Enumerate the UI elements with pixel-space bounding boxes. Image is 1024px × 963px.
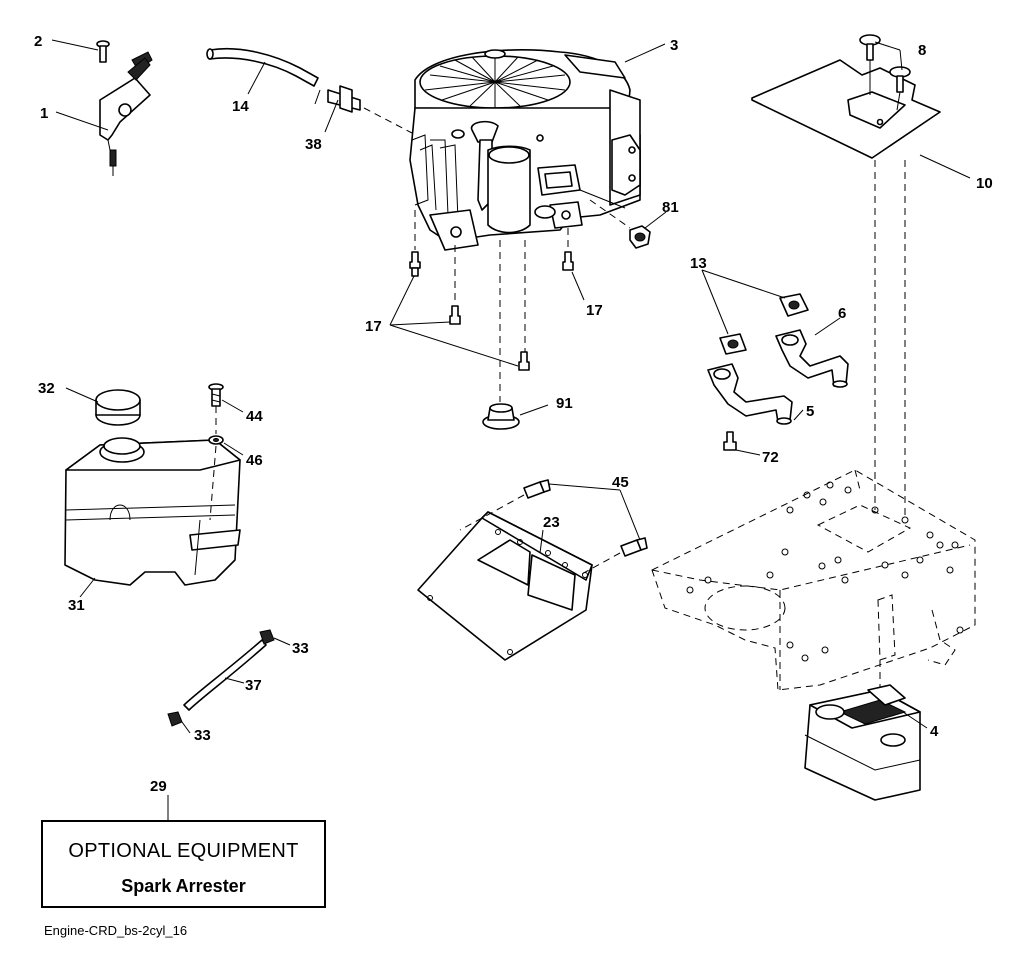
callout-13: 13 (690, 255, 707, 272)
exhaust-pipe-left (707, 363, 793, 425)
callout-2: 2 (34, 33, 42, 50)
callout-8: 8 (918, 42, 926, 59)
callout-17-left: 17 (365, 318, 382, 335)
callout-labels: 2 1 14 38 3 8 10 81 17 17 13 6 32 44 46 … (34, 33, 993, 795)
callout-44: 44 (246, 408, 263, 425)
callout-33-top: 33 (292, 640, 309, 657)
callout-33-bottom: 33 (194, 727, 211, 744)
exhaust-gaskets (719, 293, 809, 355)
callout-23: 23 (543, 514, 560, 531)
heat-shield-screws (859, 34, 911, 111)
callout-5: 5 (806, 403, 814, 420)
fuel-tank (64, 437, 241, 586)
fuel-cap (95, 389, 141, 426)
tank-washer (208, 435, 224, 445)
callout-32: 32 (38, 380, 55, 397)
fuel-hose (206, 47, 319, 87)
hose-clamps (167, 629, 275, 727)
callout-72: 72 (762, 449, 779, 466)
optional-equipment-box: OPTIONAL EQUIPMENT Spark Arrester (41, 820, 326, 908)
callout-45: 45 (612, 474, 629, 491)
optional-equipment-subtitle: Spark Arrester (121, 876, 246, 896)
callout-14: 14 (232, 98, 249, 115)
engine-plate (417, 511, 593, 661)
callout-37: 37 (245, 677, 262, 694)
callout-6: 6 (838, 305, 846, 322)
muffler (804, 660, 921, 801)
exhaust-bolt (723, 431, 737, 451)
callout-1: 1 (40, 105, 48, 122)
callout-46: 46 (246, 452, 263, 469)
callout-3: 3 (670, 37, 678, 54)
engine (409, 49, 641, 251)
frame (651, 469, 976, 691)
nut (629, 225, 651, 249)
callout-38: 38 (305, 136, 322, 153)
heat-shield (751, 59, 941, 159)
throttle-screw (96, 40, 110, 63)
callout-81: 81 (662, 199, 679, 216)
plate-bolts (523, 479, 648, 557)
optional-equipment-title: OPTIONAL EQUIPMENT (68, 840, 299, 862)
exhaust-pipe-right (775, 329, 849, 388)
callout-91: 91 (556, 395, 573, 412)
fuel-shutoff-valve (314, 85, 413, 134)
callout-29: 29 (150, 778, 167, 795)
tank-screw (208, 383, 224, 407)
engine-bolts (409, 251, 574, 371)
throttle-control (99, 51, 153, 176)
spacer (482, 403, 520, 430)
callout-4: 4 (930, 723, 939, 740)
leader-lines (51, 39, 971, 820)
fuel-line (183, 639, 267, 711)
callout-17-right: 17 (586, 302, 603, 319)
callout-31: 31 (68, 597, 85, 614)
diagram-caption: Engine-CRD_bs-2cyl_16 (44, 923, 188, 938)
callout-10: 10 (976, 175, 993, 192)
